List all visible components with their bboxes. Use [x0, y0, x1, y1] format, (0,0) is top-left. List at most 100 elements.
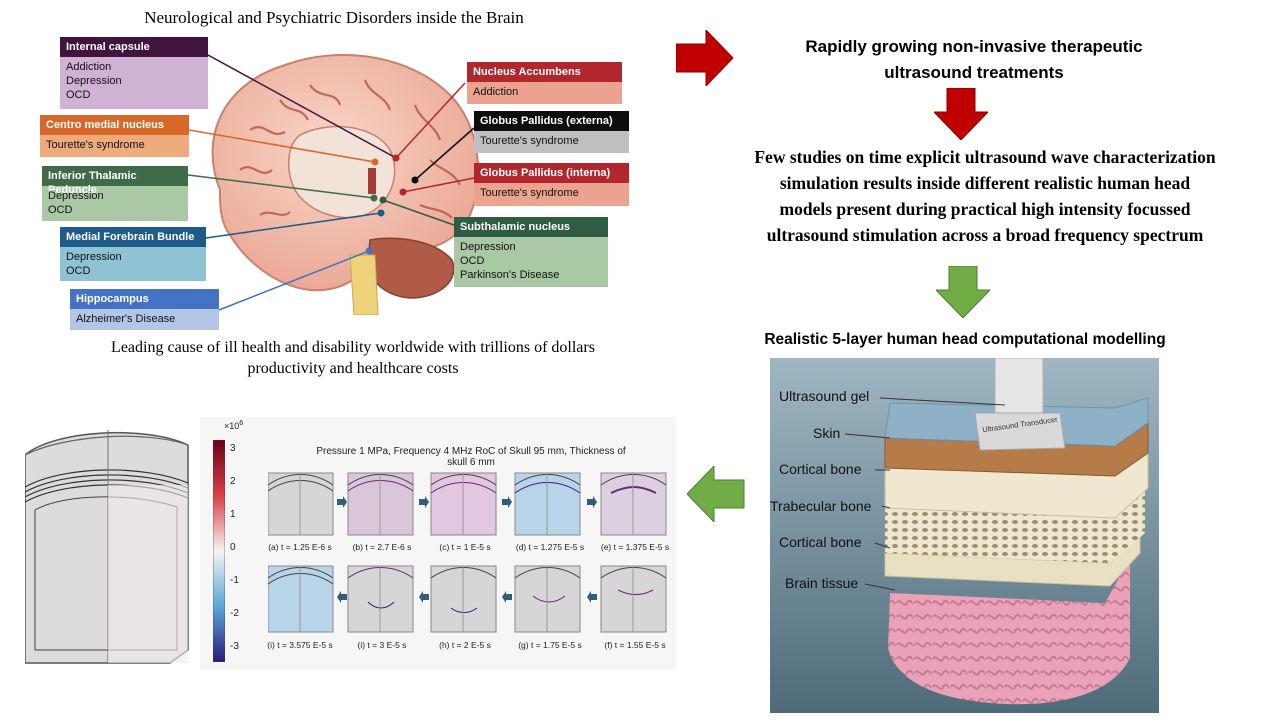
pointer-globus-interna	[402, 177, 475, 193]
layer-label-brain-tissue: Brain tissue	[785, 575, 859, 591]
sulci	[239, 79, 461, 219]
colorbar-tick: 0	[230, 542, 236, 553]
label-item: OCD	[460, 255, 485, 267]
label-globus-pallidus-externa-title: Globus Pallidus (externa)	[474, 111, 629, 131]
layer-label-skin: Skin	[813, 425, 841, 441]
colorbar-tick: -1	[230, 575, 239, 586]
sim-row-2	[267, 558, 670, 636]
brain-illustration	[211, 54, 480, 315]
frame-caption-j: (i) t = 3.575 E-5 s	[267, 640, 333, 650]
layer-label-gel: Ultrasound gel	[779, 388, 870, 404]
flow-step-2-line: ultrasound stimulation across a broad fr…	[766, 225, 1204, 245]
head-model-leader-lines	[844, 397, 1006, 591]
colorbar-tick: 3	[230, 443, 236, 454]
label-subthalamic-nucleus: Subthalamic nucleus Depression OCD Parki…	[454, 217, 608, 287]
label-item: Alzheimer's Disease	[76, 313, 176, 325]
colorbar-tick: -3	[230, 641, 239, 652]
label-item: Addiction	[473, 86, 519, 98]
label-item: OCD	[66, 89, 91, 101]
red-arrow-right-icon	[676, 30, 734, 86]
label-nucleus-accumbens-title: Nucleus Accumbens	[467, 62, 622, 82]
frame-caption-c: (c) t = 1 E-5 s	[439, 542, 491, 552]
flow-step-3: Realistic 5-layer human head computation…	[764, 331, 1166, 348]
frame-caption-f: (f) t = 1.55 E-5 s	[604, 640, 666, 650]
central-structure	[368, 168, 376, 194]
label-item: Depression	[66, 75, 122, 87]
flow-step-2-line: simulation results inside different real…	[779, 173, 1191, 193]
label-internal-capsule: Internal capsule Addiction Depression OC…	[60, 37, 208, 109]
label-item: Addiction	[66, 61, 112, 73]
label-item: Depression	[460, 241, 516, 253]
frame-caption-d: (d) t = 1.275 E-5 s	[515, 542, 585, 552]
frame-caption-a: (a) t = 1.25 E-6 s	[268, 542, 332, 552]
flow-step-1: Rapidly growing non-invasive therapeutic…	[760, 34, 1188, 86]
layer-label-cortical-bone-upper: Cortical bone	[779, 461, 862, 477]
label-medial-forebrain-bundle-title: Medial Forebrain Bundle	[60, 227, 206, 247]
skull-3d-model	[25, 430, 189, 664]
simulation-title: Pressure 1 MPa, Frequency 4 MHz RoC of S…	[316, 446, 626, 468]
frame-caption-g: (g) t = 1.75 E-5 s	[518, 640, 582, 650]
label-nucleus-accumbens: Nucleus Accumbens Addiction	[467, 62, 622, 104]
pointer-nucleus-accumbens	[395, 82, 466, 159]
label-hippocampus: Hippocampus Alzheimer's Disease	[70, 289, 219, 330]
label-item: Tourette's syndrome	[46, 139, 145, 151]
green-arrow-left-icon	[687, 466, 745, 522]
label-item: Tourette's syndrome	[480, 187, 579, 199]
colorbar-exponent-base: ×10	[224, 421, 240, 431]
head-model-panel: Ultrasound gel Skin Cortical bone Trabec…	[770, 357, 1159, 713]
label-item: OCD	[66, 265, 91, 277]
pointer-medial-forebrain	[205, 212, 382, 239]
frame-caption-b: (b) t = 2.7 E-6 s	[352, 542, 412, 552]
caption-line: productivity and healthcare costs	[247, 360, 459, 377]
pointer-subthalamic	[382, 199, 455, 226]
label-globus-pallidus-interna: Globus Pallidus (interna) Tourette's syn…	[474, 163, 629, 206]
label-subthalamic-nucleus-title: Subthalamic nucleus	[454, 217, 608, 237]
flow-step-2-line: models present during practical high int…	[779, 199, 1191, 219]
frame-caption-e: (e) t = 1.375 E-5 s	[600, 542, 670, 552]
label-centro-medial-nucleus: Centro medial nucleus Tourette's syndrom…	[40, 115, 189, 157]
label-item: Depression	[66, 251, 122, 263]
label-item: Parkinson's Disease	[460, 269, 560, 281]
layer-label-cortical-bone-lower: Cortical bone	[779, 534, 862, 550]
sim-row-2-frames	[267, 565, 667, 633]
head-model-illustration	[770, 357, 1159, 713]
label-globus-pallidus-externa: Globus Pallidus (externa) Tourette's syn…	[474, 111, 629, 153]
colorbar	[213, 440, 225, 662]
label-internal-capsule-title: Internal capsule	[60, 37, 208, 57]
label-centro-medial-nucleus-title: Centro medial nucleus	[40, 115, 189, 135]
label-item: OCD	[48, 204, 73, 216]
pointer-hippocampus	[218, 250, 370, 311]
brain-pointer-lines	[187, 54, 475, 311]
brain-section-caption: Leading cause of ill health and disabili…	[60, 337, 646, 379]
brainstem	[349, 254, 379, 315]
colorbar-tick: 2	[230, 476, 236, 487]
layer-label-trabecular-bone: Trabecular bone	[770, 498, 872, 514]
flow-step-2-line: Few studies on time explicit ultrasound …	[754, 147, 1216, 167]
pointer-inferior-thalamic	[187, 174, 375, 199]
colorbar-tick: -2	[230, 608, 239, 619]
red-arrow-down-icon	[934, 88, 988, 140]
caption-line: Leading cause of ill health and disabili…	[111, 339, 595, 356]
label-inferior-thalamic-peduncle-title: Inferior Thalamic Peduncle	[42, 166, 188, 196]
flow-step-1-line: Rapidly growing non-invasive therapeutic	[805, 37, 1143, 56]
label-inferior-thalamic-peduncle: Inferior Thalamic Peduncle Depression OC…	[42, 166, 188, 221]
label-item: Depression	[48, 190, 104, 202]
label-medial-forebrain-bundle: Medial Forebrain Bundle Depression OCD	[60, 227, 206, 281]
frame-caption-h: (h) t = 2 E-5 s	[439, 640, 491, 650]
label-hippocampus-title: Hippocampus	[70, 289, 219, 309]
flow-step-1-line: ultrasound treatments	[884, 63, 1064, 82]
label-globus-pallidus-interna-title: Globus Pallidus (interna)	[474, 163, 629, 183]
pointer-centro-medial	[188, 129, 376, 163]
inner-region	[288, 125, 396, 219]
colorbar-exponent-power: 6	[239, 420, 244, 427]
colorbar-tick: 1	[230, 509, 236, 520]
flow-step-2: Few studies on time explicit ultrasound …	[700, 144, 1270, 248]
green-arrow-down-icon	[936, 266, 990, 318]
pointer-globus-externa	[414, 127, 475, 181]
pointer-internal-capsule	[207, 54, 397, 159]
sim-row-1-frames	[267, 472, 667, 536]
colorbar-exponent: ×106	[224, 420, 243, 431]
brain-section-title: Neurological and Psychiatric Disorders i…	[144, 8, 524, 27]
label-item: Tourette's syndrome	[480, 135, 579, 147]
frame-caption-i: (i) t = 3 E-5 s	[357, 640, 407, 650]
